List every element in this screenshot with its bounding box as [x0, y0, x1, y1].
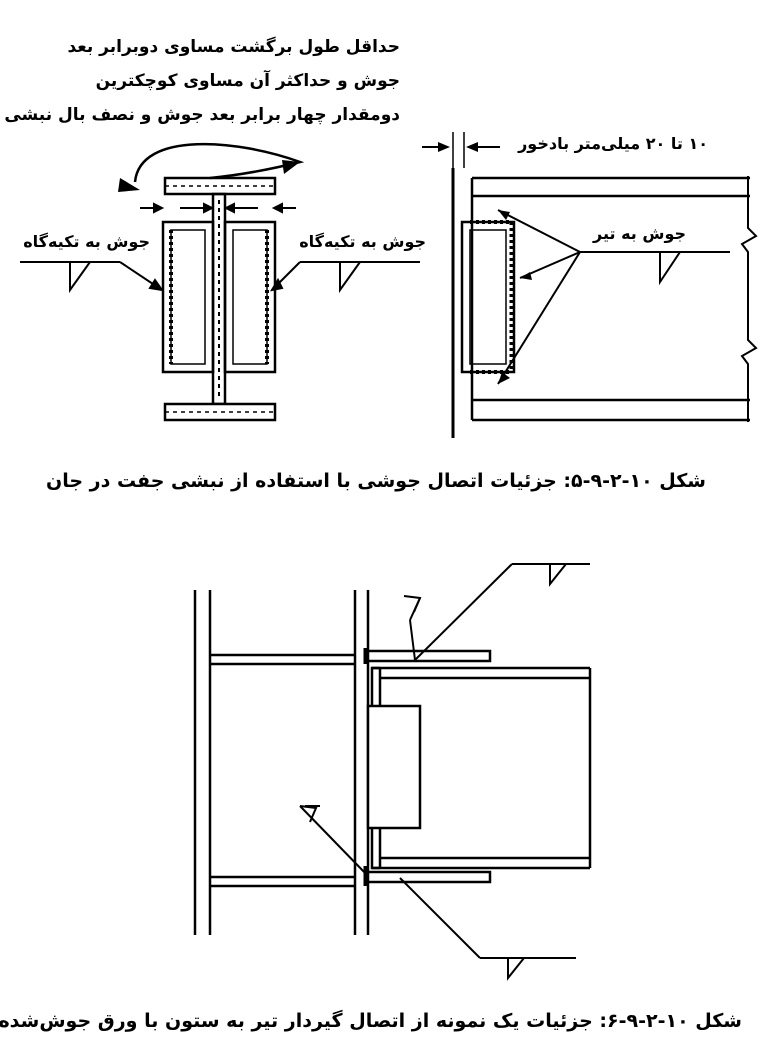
support-weld-symbol-left [20, 262, 162, 290]
clearance-dimension-label: ۱۰ تا ۲۰ میلی‌متر بادخور [518, 134, 708, 153]
support-weld-label-left: جوش به تکیه‌گاه [23, 232, 150, 251]
beam-weld-label: جوش به تیر [593, 224, 686, 243]
shear-plate [368, 706, 420, 828]
bottom-weld-symbol [400, 878, 576, 978]
figure-a-drawing [0, 0, 772, 470]
support-weld-symbol-right [272, 262, 420, 290]
middle-weld-symbol [300, 806, 368, 876]
left-angle [163, 222, 213, 372]
figure-a-caption: شکل ۱۰-۲-۹-۵: جزئیات اتصال جوشی با استفا… [45, 470, 706, 492]
weld-return-note-line-1: حداقل طول برگشت مساوی دوبرابر بعد [67, 37, 400, 57]
top-weld-symbol [404, 564, 590, 660]
i-section-with-angles [163, 178, 275, 420]
column [195, 590, 368, 935]
beam-side-elevation [422, 132, 756, 438]
support-weld-label-right: جوش به تکیه‌گاه [299, 232, 426, 251]
weld-return-note-line-3: دومقدار چهار برابر بعد جوش و نصف بال نبش… [4, 105, 400, 125]
figure-b-caption: شکل ۱۰-۲-۹-۶: جزئیات یک نمونه از اتصال گ… [0, 1010, 742, 1032]
bottom-flange-plate [368, 872, 490, 882]
right-angle [225, 222, 275, 372]
weld-return-curve [135, 144, 300, 182]
top-flange-plate [368, 651, 490, 661]
weld-return-note-line-2: جوش و حداکثر آن مساوی کوچکترین [95, 71, 400, 91]
